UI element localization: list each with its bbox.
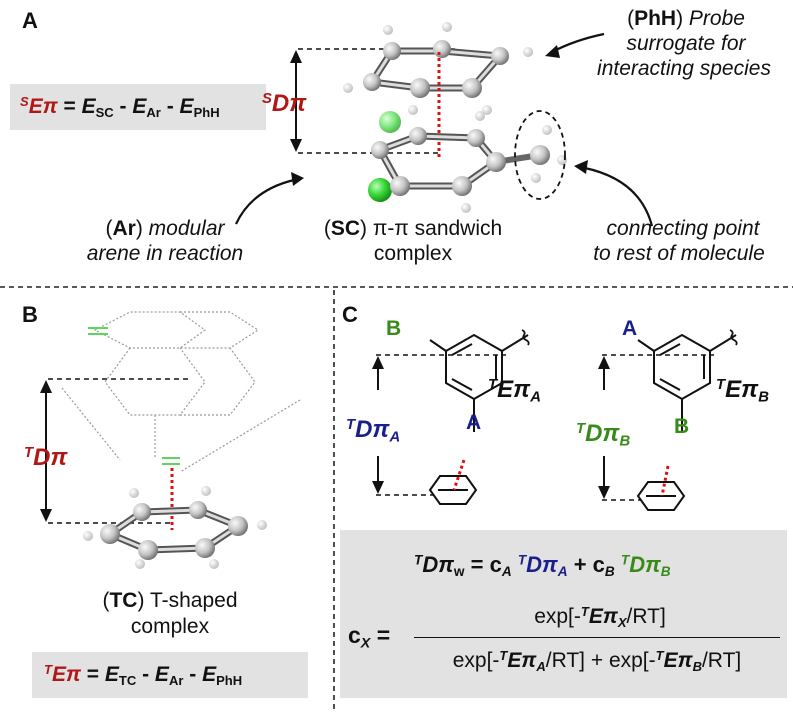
panel-c-label: C <box>342 302 358 327</box>
weighted-distance-formula: TDπw = cA TDπA + cB TDπB <box>414 552 671 580</box>
panel-a-equation: SEπ = ESC - EAr - EPhH <box>20 94 220 121</box>
sandwich-distance-label: SDπ <box>262 90 307 118</box>
t-distance-label: TDπ <box>24 444 68 472</box>
phh-desc-line-2: surrogate for <box>626 32 746 55</box>
panel-b-label: B <box>22 302 38 327</box>
weighting-formula-box <box>340 530 787 698</box>
sc-desc-line-2: complex <box>373 242 453 265</box>
connecting-point-line-2: to rest of molecule <box>593 242 765 265</box>
panel-b-equation: TEπ = ETC - EAr - EPhH <box>44 662 243 689</box>
left-top-substituent: B <box>386 317 402 340</box>
tc-label: (TC) T-shaped <box>102 589 238 612</box>
cx-denominator: exp[-TEπA/RT] + exp[-TEπB/RT] <box>452 648 742 675</box>
t-shaped-complex-diagram <box>40 311 301 569</box>
right-bottom-substituent: B <box>674 415 690 438</box>
left-bottom-substituent: A <box>466 411 482 434</box>
right-energy-label: TEπB <box>716 376 769 406</box>
ar-desc-line-2: arene in reaction <box>86 242 244 265</box>
phh-label: (PhH) Probe <box>627 7 745 30</box>
panel-a-equation-box <box>10 84 266 130</box>
ar-label: (Ar) modular <box>105 217 225 240</box>
cx-lhs: cX = <box>348 622 391 652</box>
panel-a-label: A <box>22 8 38 33</box>
sandwich-complex-diagram <box>235 22 654 227</box>
tc-desc-line-2: complex <box>130 615 210 638</box>
right-top-substituent: A <box>622 317 638 340</box>
sc-label: (SC) π-π sandwich <box>323 217 503 240</box>
connecting-point-line-1: connecting point <box>606 217 760 240</box>
fraction-bar <box>414 637 780 638</box>
panel-c-structures <box>372 329 738 511</box>
left-distance-label: TDπA <box>346 416 401 446</box>
panel-b-equation-box <box>32 652 308 698</box>
left-energy-label: TEπA <box>488 376 541 406</box>
right-distance-label: TDπB <box>576 420 631 450</box>
cx-numerator: exp[-TEπX/RT] <box>534 604 666 631</box>
phh-desc-line-3: interacting species <box>597 57 771 80</box>
